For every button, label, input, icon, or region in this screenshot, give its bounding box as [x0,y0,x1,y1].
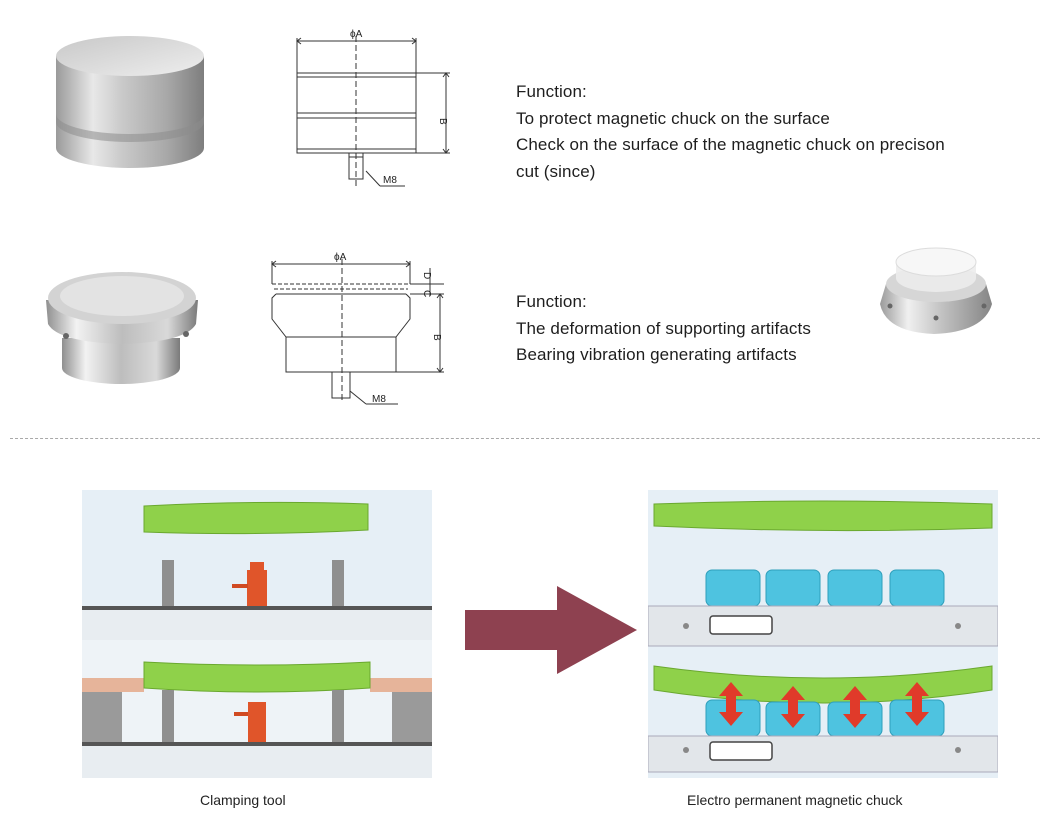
function-line: cut (since) [516,161,596,181]
dim-diameter-label: ϕA [334,252,347,263]
dim-d-label: D [421,272,432,279]
technical-drawing-1: ϕA B M8 [296,29,450,187]
dim-height-label: B [431,334,442,341]
magnetic-chuck-illustration [648,490,998,778]
dim-thread-label: M8 [372,394,386,405]
big-arrow-icon [465,586,637,674]
dim-height-label: B [437,118,448,125]
technical-drawing-2: ϕA D C B M8 [271,252,444,405]
cylinder-extension-photo [56,36,204,168]
function-line: To protect magnetic chuck on the surface [516,108,830,128]
function-line: The deformation of supporting artifacts [516,318,811,338]
caption-magnetic-chuck: Electro permanent magnetic chuck [687,792,903,808]
clamping-tool-illustration [82,490,432,778]
function-text-2: Function: The deformation of supporting … [516,289,811,369]
support-extension-photo [46,272,198,384]
caption-clamping-tool: Clamping tool [200,792,286,808]
function-title: Function: [516,292,587,311]
section-divider [10,438,1040,439]
function-text-1: Function: To protect magnetic chuck on t… [516,79,945,185]
dim-thread-label: M8 [383,175,397,186]
dim-diameter-label: ϕA [350,29,363,40]
function-line: Check on the surface of the magnetic chu… [516,135,945,154]
floating-support-photo [880,247,992,334]
function-title: Function: [516,82,587,101]
dim-c-label: C [421,290,432,297]
function-line: Bearing vibration generating artifacts [516,345,797,364]
